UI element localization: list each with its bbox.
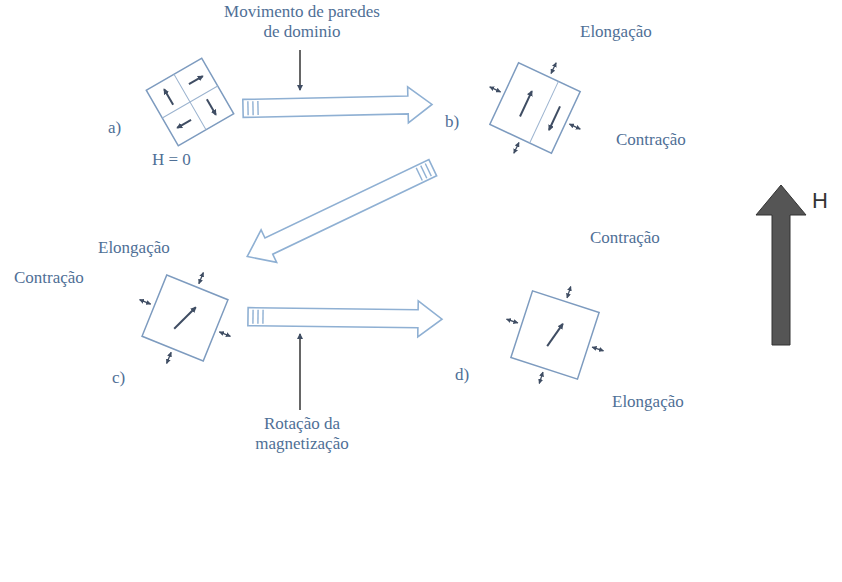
pointer-line: [299, 50, 301, 90]
panel-text: c): [112, 368, 125, 388]
panel-text: Elongação: [98, 238, 170, 258]
field-symbol: H: [812, 188, 828, 213]
process-label: Movimento de paredes de dominio: [222, 2, 382, 41]
process-label: Rotação da magnetização: [232, 414, 372, 453]
panel-text: H = 0: [152, 150, 191, 170]
panel-text: Contração: [590, 228, 660, 248]
pointer-line: [299, 334, 301, 410]
panel-text: b): [445, 112, 459, 132]
panel-text: d): [455, 365, 469, 385]
crystal-domains: [469, 42, 602, 175]
crystal-domains: [146, 58, 233, 145]
crystal-panel: a) H = 0: [100, 45, 235, 175]
block-arrow: [239, 151, 440, 272]
crystal-panel: ElongaçãoContração c): [10, 235, 240, 395]
crystal-domains: [491, 271, 620, 400]
field-arrow: [756, 185, 806, 345]
panel-text: Contração: [616, 130, 686, 150]
panel-text: a): [108, 118, 121, 138]
block-arrow: [248, 299, 442, 338]
panel-text: Elongação: [580, 22, 652, 42]
crystal-panel: d) ContraçãoElongação: [450, 225, 722, 417]
crystal-panel: b) ElongaçãoContração: [440, 18, 702, 185]
panel-text: Contração: [14, 268, 84, 288]
crystal-domains: [121, 254, 249, 382]
block-arrow: [243, 86, 433, 126]
panel-text: Elongação: [612, 392, 684, 412]
